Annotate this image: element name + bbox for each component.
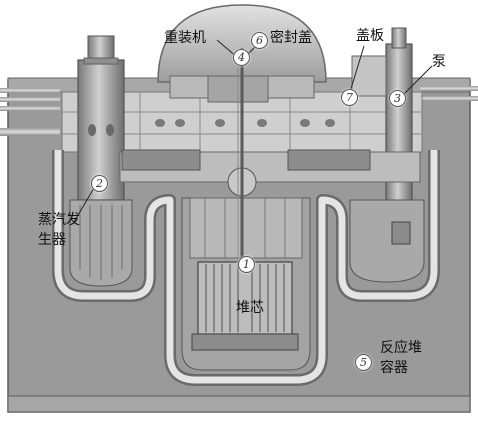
pump-lower-bowl	[349, 199, 425, 283]
label-refueling-machine: 重装机	[164, 30, 206, 46]
pump-impeller	[391, 221, 411, 245]
pump-motor	[391, 27, 407, 49]
right-feed-pipes	[420, 86, 478, 101]
core-upper-structure	[189, 197, 303, 259]
label-steam-generator-2: 生器	[38, 232, 66, 248]
vault-base-slab	[7, 395, 471, 413]
steam-generator-ports	[88, 124, 114, 136]
marker-1: 1	[238, 256, 255, 273]
label-cover-plate: 盖板	[356, 28, 384, 44]
marker-3: 3	[389, 90, 406, 107]
refueling-dome	[157, 4, 327, 83]
label-pump: 泵	[432, 54, 446, 70]
label-reactor-vessel-2: 容器	[380, 360, 408, 376]
left-feed-pipes	[0, 88, 60, 136]
cover-plate-column	[351, 55, 387, 97]
core-support-posts	[204, 198, 286, 258]
label-seal-cover: 密封盖	[270, 30, 312, 46]
core-lower-plate	[191, 333, 299, 351]
label-core: 堆芯	[236, 300, 264, 316]
core-fuel-rods	[205, 264, 285, 332]
cross-duct-left-elbow	[121, 149, 201, 171]
label-steam-generator-1: 蒸汽发	[38, 212, 80, 228]
marker-4: 4	[233, 49, 250, 66]
cross-duct-right-elbow	[287, 149, 371, 171]
marker-2: 2	[91, 175, 108, 192]
marker-5: 5	[355, 354, 372, 371]
marker-7: 7	[341, 89, 358, 106]
vault-liner-inner	[54, 150, 438, 384]
steam-generator-tubes	[79, 205, 123, 280]
label-reactor-vessel-1: 反应堆	[380, 340, 422, 356]
upper-plenum-bolts	[155, 119, 335, 127]
marker-6: 6	[251, 32, 268, 49]
steam-generator-flange	[83, 57, 119, 65]
